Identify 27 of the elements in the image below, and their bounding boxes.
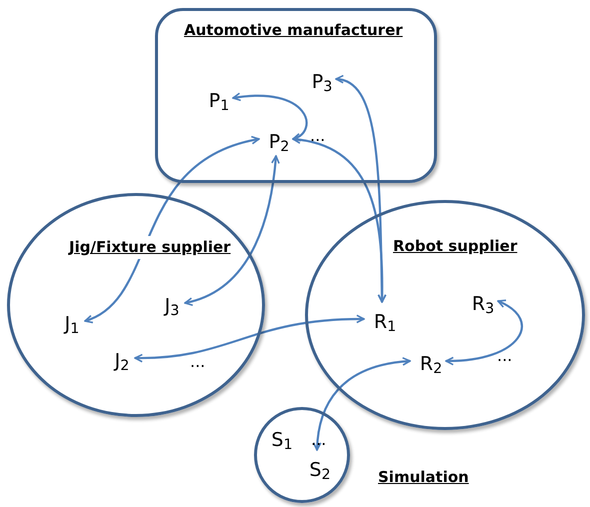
group-ellipse	[7, 193, 265, 417]
curved-arrow	[445, 300, 523, 366]
variable-label: P$_{2}$	[264, 127, 294, 157]
curved-arrow	[313, 357, 411, 451]
variable-label: J$_{3}$	[158, 291, 186, 321]
curved-arrow	[292, 136, 386, 303]
ellipsis-text: ...	[497, 348, 512, 364]
curved-arrow	[84, 136, 260, 322]
group-heading: Jig/Fixture supplier	[68, 236, 232, 258]
curved-arrow	[232, 92, 308, 140]
variable-label: S$_{2}$	[305, 455, 335, 485]
curved-arrow	[335, 76, 386, 303]
group-ellipse	[305, 200, 585, 430]
curved-arrow	[134, 314, 365, 362]
variable-label: P$_{1}$	[204, 86, 234, 116]
variable-label: J$_{2}$	[108, 346, 136, 376]
variable-label: P$_{3}$	[307, 67, 337, 97]
ellipsis-text: ...	[311, 432, 326, 448]
ellipsis-text: ...	[310, 128, 326, 144]
variable-label: J$_{1}$	[58, 309, 86, 339]
curved-arrow	[184, 155, 280, 306]
variable-label: S$_{1}$	[267, 425, 297, 455]
variable-label: R$_{1}$	[369, 307, 401, 337]
ellipsis-text: ...	[190, 354, 206, 370]
variable-label: R$_{2}$	[415, 349, 447, 379]
variable-label: R$_{3}$	[467, 289, 499, 319]
group-box	[155, 8, 437, 183]
